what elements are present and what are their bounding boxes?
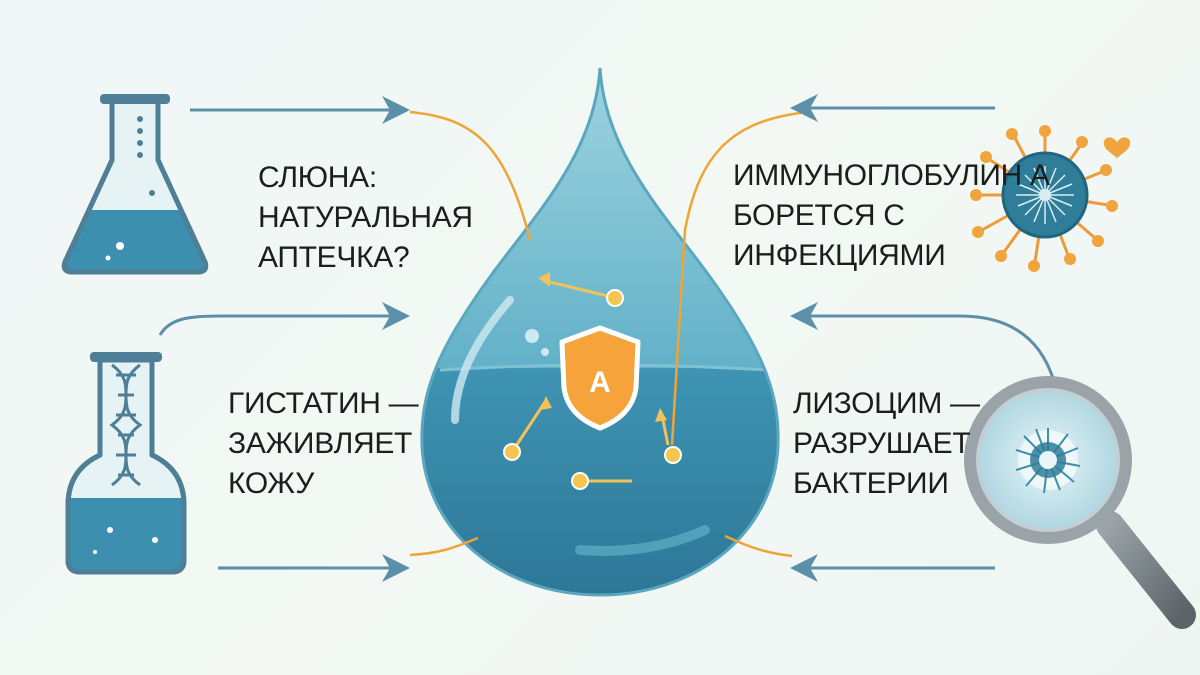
flow-arrows bbox=[158, 106, 1057, 570]
caption-lysozyme: ЛИЗОЦИМ — РАЗРУШАЕТ БАКТЕРИИ bbox=[793, 384, 980, 504]
caption-lysozyme-line-1: ЛИЗОЦИМ — bbox=[793, 387, 980, 420]
molecule-arrowheads bbox=[538, 272, 667, 422]
caption-iga-line-3: ИНФЕКЦИЯМИ bbox=[733, 239, 946, 272]
connector-curves bbox=[409, 110, 809, 558]
molecule-nodes bbox=[503, 289, 682, 490]
flask-icon bbox=[61, 94, 209, 275]
shield-icon: A bbox=[559, 325, 641, 431]
caption-saliva-line-2: НАТУРАЛЬНАЯ bbox=[258, 201, 473, 234]
caption-immunoglobulin: ИММУНОГЛОБУЛИН А БОРЕТСЯ С ИНФЕКЦИЯМИ bbox=[733, 156, 1050, 276]
heart-icon bbox=[1103, 137, 1131, 158]
magnifier-bacteria-icon bbox=[964, 376, 1196, 629]
caption-iga-line-1: ИММУНОГЛОБУЛИН А bbox=[733, 159, 1050, 192]
virus-icon bbox=[970, 125, 1131, 272]
caption-histatin-line-1: ГИСТАТИН — bbox=[228, 387, 419, 420]
shield-letter: A bbox=[589, 366, 611, 399]
caption-saliva-line-3: АПТЕЧКА? bbox=[258, 241, 410, 274]
caption-lysozyme-line-2: РАЗРУШАЕТ bbox=[793, 427, 971, 460]
caption-histatin: ГИСТАТИН — ЗАЖИВЛЯЕТ КОЖУ bbox=[228, 384, 419, 504]
caption-saliva-line-1: СЛЮНА: bbox=[258, 161, 377, 194]
caption-iga-line-2: БОРЕТСЯ С bbox=[733, 199, 905, 232]
caption-saliva: СЛЮНА: НАТУРАЛЬНАЯ АПТЕЧКА? bbox=[258, 158, 473, 278]
caption-lysozyme-line-3: БАКТЕРИИ bbox=[793, 467, 949, 500]
caption-histatin-line-2: ЗАЖИВЛЯЕТ bbox=[228, 427, 413, 460]
arrow-heads bbox=[382, 94, 818, 582]
test-tube-dna-icon bbox=[65, 352, 187, 575]
caption-histatin-line-3: КОЖУ bbox=[228, 467, 315, 500]
